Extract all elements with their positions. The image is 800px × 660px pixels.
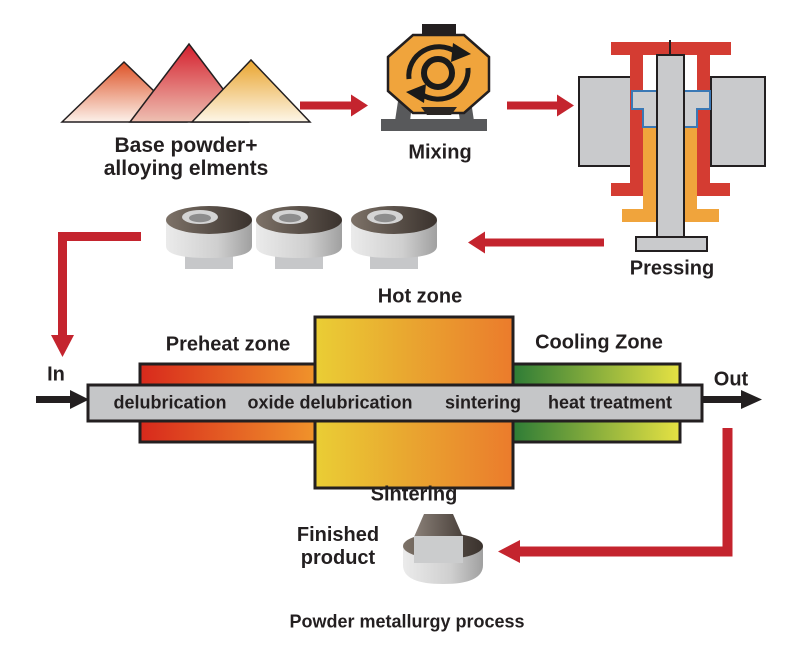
powder-piles [60,42,312,123]
lower-punch-orange [622,125,719,222]
powder-label: Base powder+ alloying elments [104,134,269,180]
preheat-zone-bottom [138,419,317,444]
finished-product-label: Finished product [297,524,379,570]
belt-step-oxide-delubrication: oxide delubrication [247,392,413,413]
powder-label-line2: alloying elments [103,157,269,180]
in-arrow [36,390,89,409]
pressing-label: Pressing [629,257,715,280]
mixing-machine [381,24,491,131]
belt-step-sintering: sintering [444,392,522,413]
diagram-caption: Powder metallurgy process [289,611,525,632]
in-label: In [47,363,65,386]
arrow-mixing-to-pressing [507,94,574,117]
press-base-plate [635,236,708,252]
out-label: Out [713,368,749,391]
arrow-furnace-to-product [498,428,733,563]
mixer-top-cap [422,24,456,36]
compact-puck-3 [351,206,437,269]
sintering-label: Sintering [370,483,458,506]
belt-step-heat-treatment: heat treatment [547,392,673,413]
rotation-arrow-bottom-head [406,84,426,103]
finished-product-part [403,514,483,584]
pressing-machine [578,40,766,252]
compact-puck-2 [256,206,342,269]
die-block-left [578,76,634,167]
preheat-zone-label: Preheat zone [165,333,291,356]
cooling-zone-top [511,362,682,387]
arrow-compacts-to-furnace [51,232,141,357]
die-block-right [710,76,766,167]
product-boss-top [414,514,463,537]
product-boss-front [414,536,463,563]
mixer-hub-ring [421,56,455,90]
cooling-zone-label: Cooling Zone [535,331,663,354]
powder-label-line1: Base powder+ [114,134,258,157]
out-arrow [701,390,762,409]
arrow-powder-to-mixing [300,94,368,117]
hot-zone-label: Hot zone [377,285,463,308]
compact-puck-1 [166,206,252,269]
finished-product-label-line2: product [300,547,376,569]
sintering-furnace [86,315,704,490]
mixer-bottom-cap [421,107,457,115]
powder-pile-right [190,58,312,123]
core-rod [656,54,685,238]
belt-step-delubrication: delubrication [113,392,227,413]
mixing-label: Mixing [408,141,472,164]
preheat-zone-top [138,362,317,387]
pressed-compacts [166,206,437,269]
arrow-pressing-to-compacts [468,231,604,254]
rotation-arrow-top-head [451,43,471,62]
cooling-zone-bottom [511,419,682,444]
rotation-arrow-bottom [419,67,471,102]
rotation-arrow-top [406,44,458,80]
finished-product-label-line1: Finished [296,524,380,546]
mixer-base [381,119,487,131]
